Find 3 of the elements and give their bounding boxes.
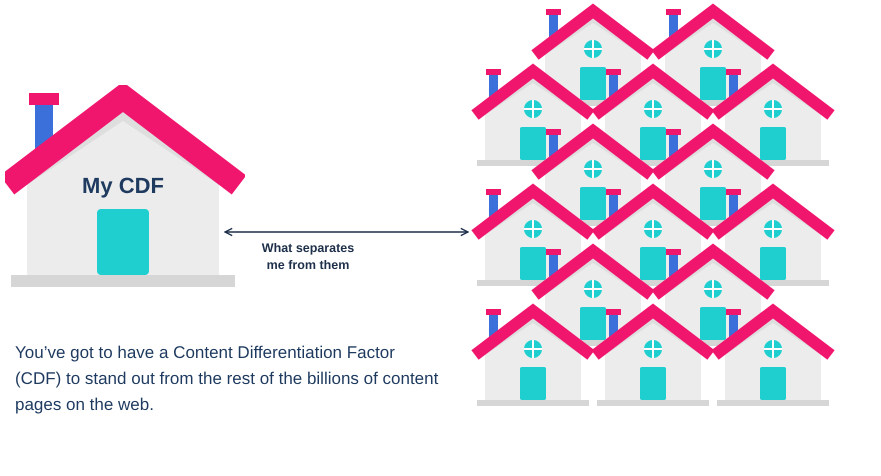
description-paragraph: You’ve got to have a Content Differentiation Factor (CDF) to stand out from the rest of the billions of content pages on the web. <box>15 342 440 416</box>
double-arrow <box>224 228 469 236</box>
house-label: My CDF <box>81 172 165 200</box>
